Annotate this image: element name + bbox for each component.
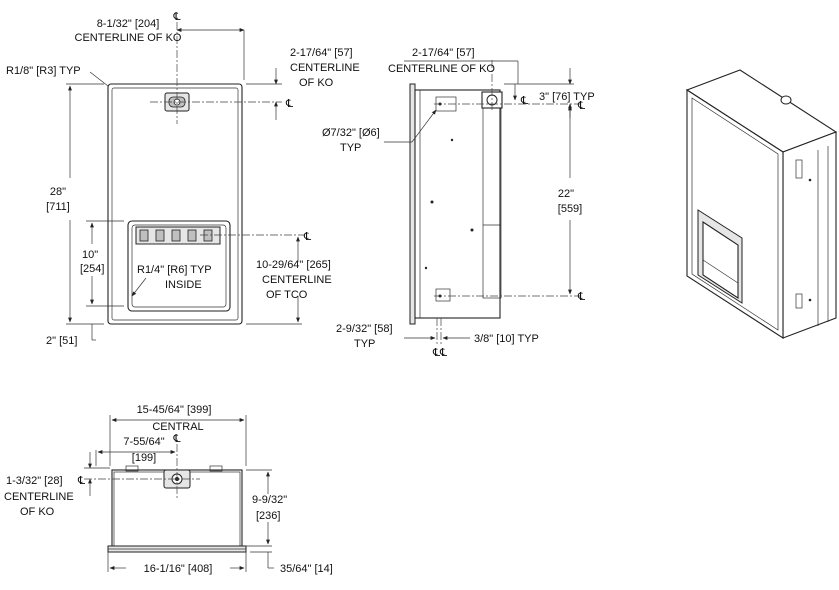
centerline-symbol: ℄ bbox=[172, 433, 180, 445]
side-spacing-dim: 22" bbox=[558, 188, 574, 200]
top-depth-dim: 9-9/32" bbox=[252, 494, 287, 506]
side-ko-offset-dim: 2-17/64" [57] bbox=[412, 47, 475, 59]
side-flange-dim: 3/8" [10] TYP bbox=[474, 333, 539, 345]
ko-vertical-caption-1: CENTERLINE bbox=[290, 62, 360, 74]
top-depth-metric: [236] bbox=[256, 510, 280, 522]
side-depth-caption: TYP bbox=[354, 338, 375, 350]
centerline-symbol: ℄ bbox=[520, 95, 528, 107]
top-ko-y-caption-2: OF KO bbox=[20, 506, 55, 518]
centerline-symbol: ℄ bbox=[432, 347, 440, 359]
top-overall-width-dim: 16-1/16" [408] bbox=[144, 563, 213, 575]
centerline-symbol: ℄ bbox=[77, 475, 85, 487]
centerline-symbol: ℄ bbox=[577, 291, 585, 303]
side-top-offset-dim: 3" [76] TYP bbox=[539, 91, 595, 103]
hole-dia-caption: TYP bbox=[340, 142, 361, 154]
tco-caption-2: OF TCO bbox=[266, 289, 308, 301]
top-ko-x-metric: [199] bbox=[132, 452, 156, 464]
tco-dim: 10-29/64" [265] bbox=[256, 259, 331, 271]
centerline-symbol: ℄ bbox=[577, 100, 585, 112]
isometric-view bbox=[685, 69, 838, 340]
front-view bbox=[66, 22, 305, 341]
tco-caption-1: CENTERLINE bbox=[262, 274, 332, 286]
ko-horizontal-caption: CENTERLINE OF KO bbox=[75, 32, 182, 44]
top-view bbox=[84, 415, 274, 572]
top-flange-depth-dim: 35/64" [14] bbox=[280, 563, 333, 575]
height-dim-metric: [711] bbox=[46, 201, 70, 213]
dispenser-mechanism bbox=[135, 226, 221, 245]
opening-height-metric: [254] bbox=[80, 263, 104, 275]
top-width-dim: 15-45/64" [399] bbox=[137, 404, 212, 416]
inside-radius-caption: INSIDE bbox=[165, 279, 202, 291]
side-flange bbox=[409, 83, 416, 325]
side-spacing-metric: [559] bbox=[558, 203, 582, 215]
side-view bbox=[384, 60, 580, 345]
side-ko-offset-caption: CENTERLINE OF KO bbox=[388, 63, 495, 75]
height-dim: 28" bbox=[50, 186, 66, 198]
ko-vertical-dim: 2-17/64" [57] bbox=[290, 47, 353, 59]
centerline-symbol: ℄ bbox=[172, 11, 180, 23]
ko-vertical-caption-2: OF KO bbox=[299, 77, 334, 89]
centerline-symbol: ℄ bbox=[303, 231, 311, 243]
centerline-symbol: ℄ bbox=[439, 347, 447, 359]
inside-radius-label: R1/4" [R6] TYP bbox=[137, 264, 212, 276]
opening-height-dim: 10" bbox=[82, 249, 98, 261]
bottom-offset-dim: 2" [51] bbox=[46, 335, 77, 347]
side-depth-dim: 2-9/32" [58] bbox=[336, 323, 393, 335]
towel-opening-inner bbox=[131, 224, 227, 308]
top-ko-y-caption-1: CENTERLINE bbox=[4, 491, 74, 503]
side-body bbox=[414, 89, 501, 319]
corner-radius-label: R1/8" [R3] TYP bbox=[6, 65, 81, 77]
ko-horizontal-dim: 8-1/32" [204] bbox=[97, 18, 160, 30]
centerline-symbol: ℄ bbox=[285, 98, 293, 110]
hole-dia-label: Ø7/32" [Ø6] bbox=[322, 127, 380, 139]
top-width-caption: CENTRAL bbox=[152, 421, 203, 433]
front-inner-border bbox=[111, 87, 239, 321]
top-ko-x-dim: 7-55/64" bbox=[123, 436, 164, 448]
iso-ko-icon bbox=[780, 95, 792, 105]
top-ko-y-dim: 1-3/32" [28] bbox=[6, 475, 63, 487]
